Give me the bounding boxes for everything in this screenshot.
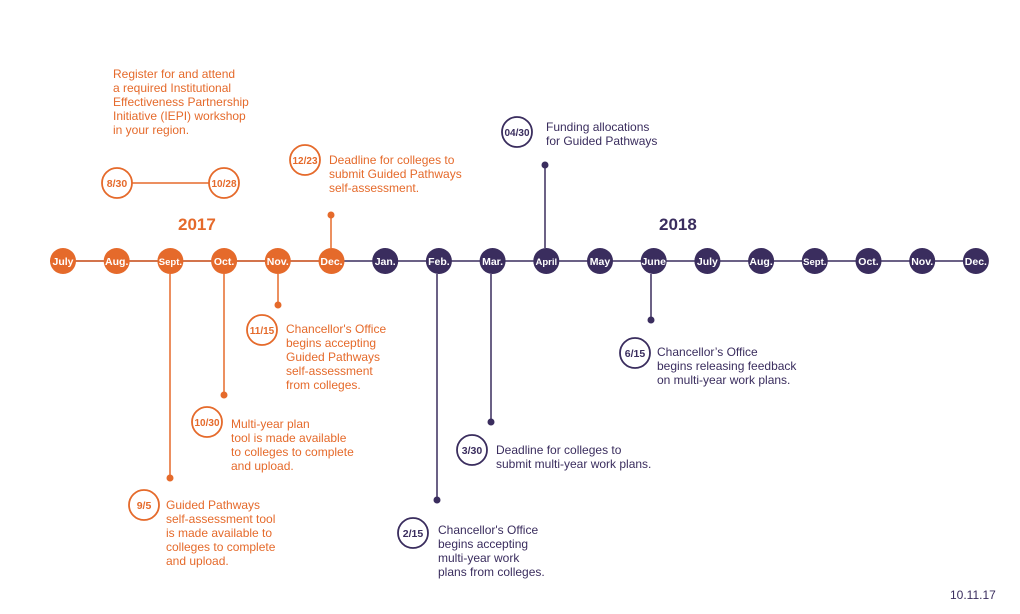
badge-label-9-5: 9/5 — [137, 500, 152, 512]
month-label: July — [697, 256, 718, 268]
month-label: Sept. — [159, 257, 182, 268]
badge-12-23: 12/23 — [289, 144, 321, 176]
badge-9-5: 9/5 — [128, 489, 160, 521]
stem-dot-06-15 — [647, 316, 655, 324]
year-label-2018: 2018 — [659, 215, 697, 234]
month-node: Sept. — [157, 248, 184, 274]
month-circle — [801, 248, 828, 274]
milestone-text-11-15: Chancellor's Office begins accepting Gui… — [286, 322, 387, 392]
stem-dot-11-15 — [274, 301, 282, 309]
month-circle — [533, 248, 560, 274]
month-node: Jan. — [372, 248, 399, 274]
badge-label-11-15: 11/15 — [250, 326, 275, 337]
badge-label-10-28: 10/28 — [211, 179, 236, 190]
month-node: Mar. — [479, 248, 506, 274]
month-label: Nov. — [267, 256, 289, 268]
badge-label-12-23: 12/23 — [292, 156, 317, 167]
month-node: July — [694, 248, 721, 274]
month-node: Dec. — [962, 248, 989, 274]
month-node: Oct. — [855, 248, 882, 274]
milestone-text-10-30: Multi-year plan tool is made available t… — [231, 417, 354, 473]
month-circle — [909, 248, 936, 274]
month-circle — [372, 248, 399, 274]
month-circle — [318, 248, 345, 274]
milestone-text-9-5: Guided Pathways self-assessment tool is … — [166, 498, 276, 568]
badge-10-30: 10/30 — [191, 406, 223, 438]
month-node: Nov. — [264, 248, 291, 274]
badge-label-2-15: 2/15 — [403, 528, 424, 540]
month-label: Aug. — [105, 256, 128, 268]
milestone-text-2-15: Chancellor's Office begins accepting mul… — [438, 523, 545, 579]
month-node: April — [533, 248, 560, 274]
month-label: Nov. — [911, 256, 933, 268]
month-circle — [264, 248, 291, 274]
month-circle — [748, 248, 775, 274]
iepi-description: Register for and attend a required Insti… — [113, 67, 249, 137]
milestone-text-6-15: Chancellor’s Office begins releasing fee… — [657, 345, 797, 387]
stem-dot-12-23 — [327, 211, 335, 219]
month-label: July — [52, 256, 73, 268]
badge-10-28: 10/28 — [208, 167, 240, 199]
month-label: Dec. — [965, 256, 987, 268]
month-node: Nov. — [909, 248, 936, 274]
month-node: Aug. — [748, 248, 775, 274]
badge-label-04-30: 04/30 — [504, 128, 529, 139]
month-circle — [640, 248, 667, 274]
document-date: 10.11.17 — [950, 588, 996, 602]
month-circle — [694, 248, 721, 274]
badge-label-8-30: 8/30 — [107, 178, 128, 190]
year-label-2017: 2017 — [178, 215, 216, 234]
badge-04-30: 04/30 — [501, 116, 533, 148]
month-nodes: July Aug. Sept. Oct. Nov. Dec. Jan. Feb. Mar. Apr… — [50, 248, 989, 274]
badge-8-30: 8/30 — [101, 167, 133, 199]
month-circle — [587, 248, 613, 274]
month-circle — [479, 248, 506, 274]
badge-11-15: 11/15 — [246, 314, 278, 346]
month-label: Dec. — [320, 256, 342, 268]
month-label: June — [641, 256, 666, 268]
month-label: Sept. — [803, 257, 826, 268]
badge-label-10-30: 10/30 — [194, 418, 219, 429]
month-circle — [157, 248, 184, 274]
month-label: Feb. — [428, 256, 450, 268]
month-circle — [50, 248, 76, 274]
month-node: Oct. — [211, 248, 238, 274]
stem-dot-09-05 — [166, 474, 174, 482]
badge-3-30: 3/30 — [456, 434, 488, 466]
month-label: Aug. — [749, 256, 772, 268]
month-label: May — [590, 256, 611, 268]
month-circle — [425, 248, 452, 274]
stem-dot-03-30 — [487, 418, 495, 426]
month-label: Jan. — [375, 256, 396, 268]
badge-label-3-30: 3/30 — [462, 445, 483, 457]
month-circle — [962, 248, 989, 274]
month-node: Sept. — [801, 248, 828, 274]
month-node: June — [640, 248, 667, 274]
milestone-text-12-23: Deadline for colleges to submit Guided P… — [329, 153, 462, 195]
month-node: May — [587, 248, 613, 274]
month-label: April — [535, 257, 557, 268]
badge-6-15: 6/15 — [619, 337, 651, 369]
stem-dot-02-15 — [433, 496, 441, 504]
month-node: Aug. — [103, 248, 130, 274]
stem-dot-04-30 — [541, 161, 549, 169]
badge-label-6-15: 6/15 — [625, 348, 646, 360]
month-node: Feb. — [425, 248, 452, 274]
month-label: Mar. — [482, 256, 503, 268]
month-circle — [211, 248, 238, 274]
stem-dot-10-30 — [220, 391, 228, 399]
badge-2-15: 2/15 — [397, 517, 429, 549]
milestone-text-3-30: Deadline for colleges to submit multi-ye… — [496, 443, 652, 471]
month-node: Dec. — [318, 248, 345, 274]
month-circle — [103, 248, 130, 274]
month-node: July — [50, 248, 76, 274]
month-label: Oct. — [858, 256, 879, 268]
milestone-text-04-30: Funding allocations for Guided Pathways — [546, 120, 658, 148]
month-circle — [855, 248, 882, 274]
month-label: Oct. — [214, 256, 235, 268]
